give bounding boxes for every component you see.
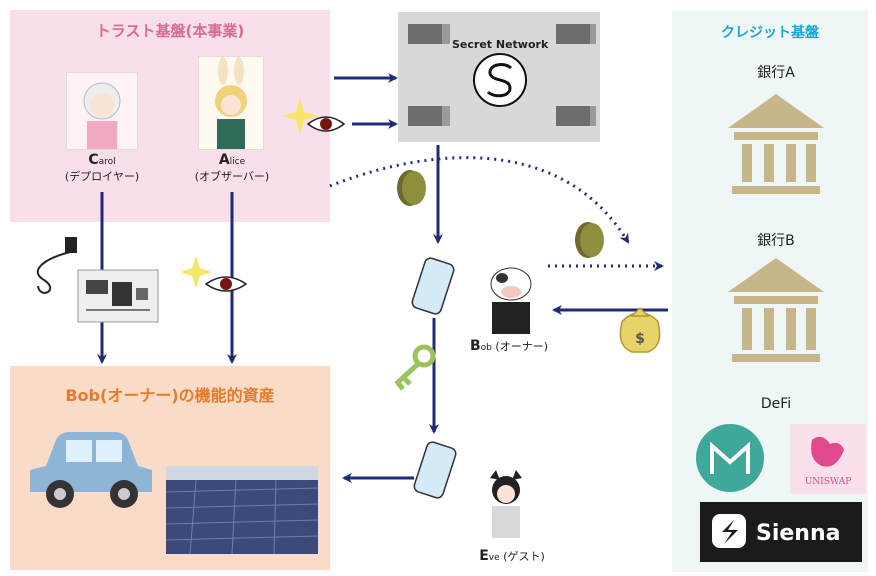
iot-device-icon: [77, 269, 159, 323]
bob-role: (オーナー): [495, 340, 548, 353]
alice-name-rest: lice: [229, 157, 246, 167]
eve-name-rest: ve: [488, 553, 500, 563]
secret-network-box: [398, 12, 600, 142]
bob-avatar: [480, 262, 542, 334]
sparkle-icon: [282, 98, 318, 134]
trust-panel-title: トラスト基盤(本事業): [95, 22, 245, 40]
alice-label: Alice (オブザーバー): [190, 152, 274, 184]
bob-label: Bob (オーナー): [454, 338, 564, 354]
carol-avatar: [66, 72, 138, 150]
eye-icon: [204, 276, 248, 292]
bank-b-label: 銀行B: [757, 233, 795, 249]
alice-role: (オブザーバー): [194, 170, 270, 183]
coin-icon: [397, 170, 426, 206]
bob-initial: B: [470, 338, 481, 354]
maker-logo: [696, 424, 764, 492]
smartphone-icon: [413, 441, 457, 499]
money-bag-icon: $: [619, 306, 661, 353]
power-cable-icon: [36, 237, 77, 294]
svg-text:$: $: [635, 331, 645, 347]
secret-network-logo: [473, 53, 527, 107]
coin-icon: [575, 222, 604, 258]
bank-icon: [728, 258, 824, 362]
eve-label: Eve (ゲスト): [462, 548, 562, 564]
uniswap-logo: UNISWAP: [790, 424, 866, 494]
sparkle-icon: [180, 256, 212, 288]
sienna-logo: Sienna: [700, 502, 862, 562]
uniswap-label: UNISWAP: [805, 477, 852, 487]
carol-role: (デプロイヤー): [64, 170, 140, 183]
sienna-label: Sienna: [756, 521, 840, 546]
alice-initial: A: [218, 152, 230, 168]
bank-icon: [728, 94, 824, 194]
eye-icon: [306, 116, 346, 132]
defi-label: DeFi: [760, 396, 792, 412]
solar-panel-image: [165, 466, 319, 555]
carol-label: Carol (デプロイヤー): [62, 152, 142, 184]
bob-name-rest: ob: [480, 343, 492, 353]
eve-initial: E: [479, 548, 489, 564]
trust-infrastructure-panel: トラスト基盤(本事業): [10, 10, 330, 222]
bank-a-label: 銀行A: [757, 65, 795, 81]
credit-panel-title: クレジット基盤: [721, 25, 819, 41]
alice-avatar: [198, 56, 264, 150]
asset-panel-title: Bob(オーナー)の機能的資産: [65, 386, 275, 405]
carol-name-rest: arol: [98, 157, 116, 167]
secret-network-label: Secret Network: [452, 38, 549, 51]
car-icon: [30, 432, 152, 508]
eve-avatar: [478, 468, 534, 538]
smartphone-icon: [411, 257, 455, 315]
key-icon: [394, 344, 436, 391]
eve-role: (ゲスト): [503, 550, 545, 563]
carol-initial: C: [88, 152, 99, 168]
